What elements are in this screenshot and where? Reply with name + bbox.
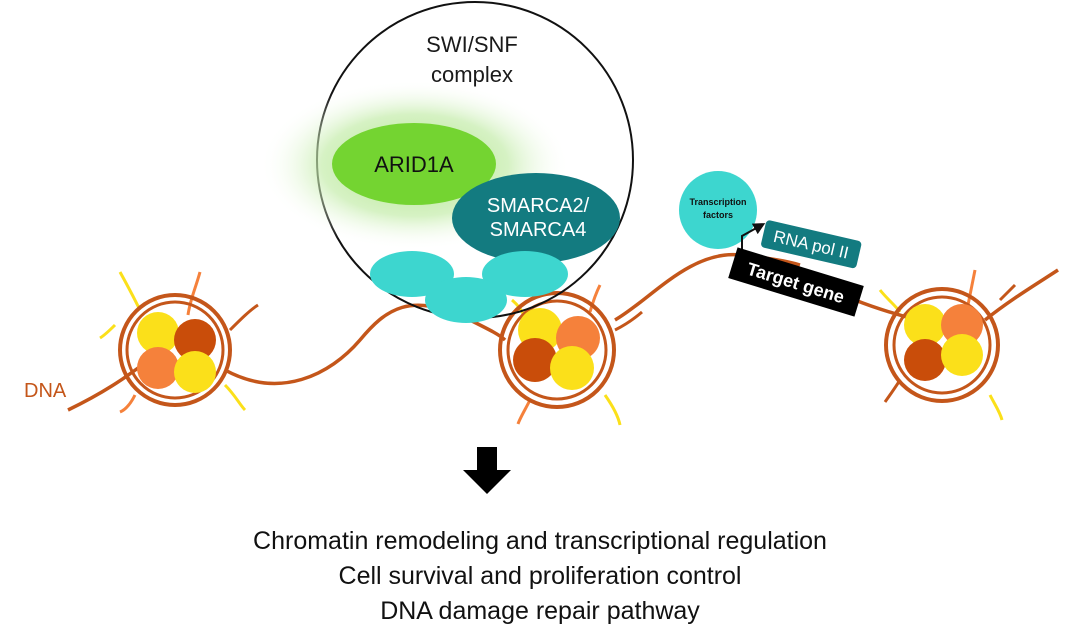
dna-label: DNA <box>24 380 67 402</box>
tf-label-line1: Transcription <box>689 197 746 207</box>
subunit-right <box>482 251 568 297</box>
nucleosome-2 <box>498 284 643 426</box>
smarca-label-line1: SMARCA2/ <box>487 195 590 217</box>
nucleosome-3 <box>878 269 1017 421</box>
tf-label-line2: factors <box>703 210 733 220</box>
swi-snf-complex: SWI/SNF complex ARID1A SMARCA2/ SMARCA4 <box>260 1 634 323</box>
nucleosome-1 <box>99 271 259 414</box>
dna-strand <box>67 253 1059 412</box>
outcome-item: Cell survival and proliferation control <box>338 562 742 590</box>
transcription-factors: Transcription factors <box>679 171 757 249</box>
outcome-item: Chromatin remodeling and transcriptional… <box>253 527 827 555</box>
complex-title-line1: SWI/SNF <box>426 32 518 57</box>
arid1a-label: ARID1A <box>374 152 454 177</box>
arid1a-protein <box>332 123 496 205</box>
outcomes-list: Chromatin remodeling and transcriptional… <box>0 524 1080 629</box>
complex-title-line2: complex <box>431 62 513 87</box>
subunit-bottom <box>425 277 507 323</box>
smarca-protein <box>452 173 620 263</box>
down-arrow-icon <box>463 447 511 494</box>
smarca-label-line2: SMARCA4 <box>490 219 587 241</box>
subunit-left <box>370 251 454 297</box>
outcome-item: DNA damage repair pathway <box>380 597 700 625</box>
